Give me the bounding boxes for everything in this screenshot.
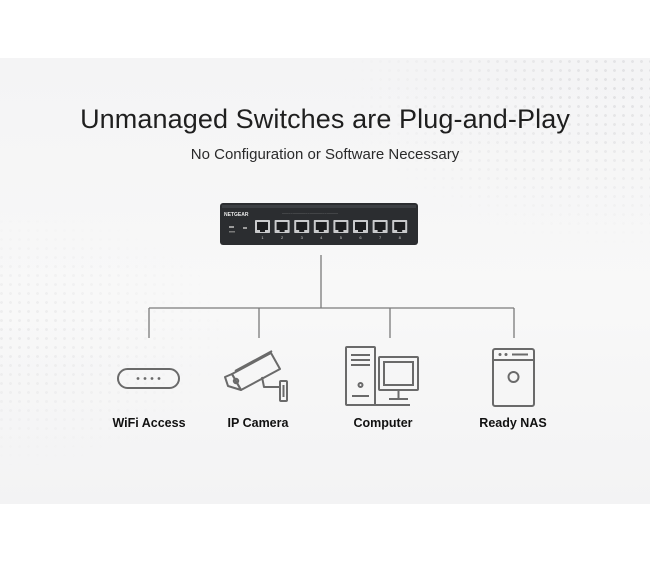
ethernet-port: 7 <box>372 220 388 240</box>
ethernet-port: 1 <box>255 220 270 240</box>
network-switch: NETGEAR ································… <box>220 203 418 245</box>
port-number-label: 3 <box>301 235 304 240</box>
device-label-ip-camera: IP Camera <box>227 416 289 430</box>
ethernet-port: 3 <box>294 220 310 240</box>
diagram-title: Unmanaged Switches are Plug-and-Play <box>80 104 570 134</box>
port-number-label: 5 <box>340 235 343 240</box>
wifi-access-point-icon <box>117 368 180 389</box>
port-number-label: 1 <box>261 235 264 240</box>
switch-model-text: ········································… <box>282 212 338 216</box>
port-number-label: 2 <box>281 235 284 240</box>
ethernet-port: 5 <box>333 220 349 240</box>
port-number-label: 8 <box>399 235 402 240</box>
ip-camera-icon <box>224 350 288 402</box>
nas-storage-icon <box>492 348 535 407</box>
switch-brand-logo: NETGEAR <box>224 212 249 218</box>
device-label-ready-nas: Ready NAS <box>479 416 547 430</box>
ethernet-port: 8 <box>392 220 408 240</box>
port-number-label: 4 <box>320 235 323 240</box>
diagram-subtitle: No Configuration or Software Necessary <box>190 146 460 163</box>
port-number-label: 7 <box>379 235 382 240</box>
ethernet-port: 4 <box>313 220 329 240</box>
dot-pattern-decoration-left <box>0 208 230 468</box>
ethernet-port: 2 <box>274 220 290 240</box>
switch-ports: 1 2 3 4 5 6 7 8 <box>255 220 408 240</box>
computer-icon <box>345 346 419 406</box>
connection-lines <box>148 255 515 338</box>
background-panel <box>0 58 650 504</box>
power-led-icon <box>229 226 247 233</box>
port-number-label: 6 <box>359 235 362 240</box>
device-label-computer: Computer <box>353 416 413 430</box>
ethernet-port: 6 <box>353 220 368 240</box>
device-label-wifi-access: WiFi Access <box>112 416 186 430</box>
